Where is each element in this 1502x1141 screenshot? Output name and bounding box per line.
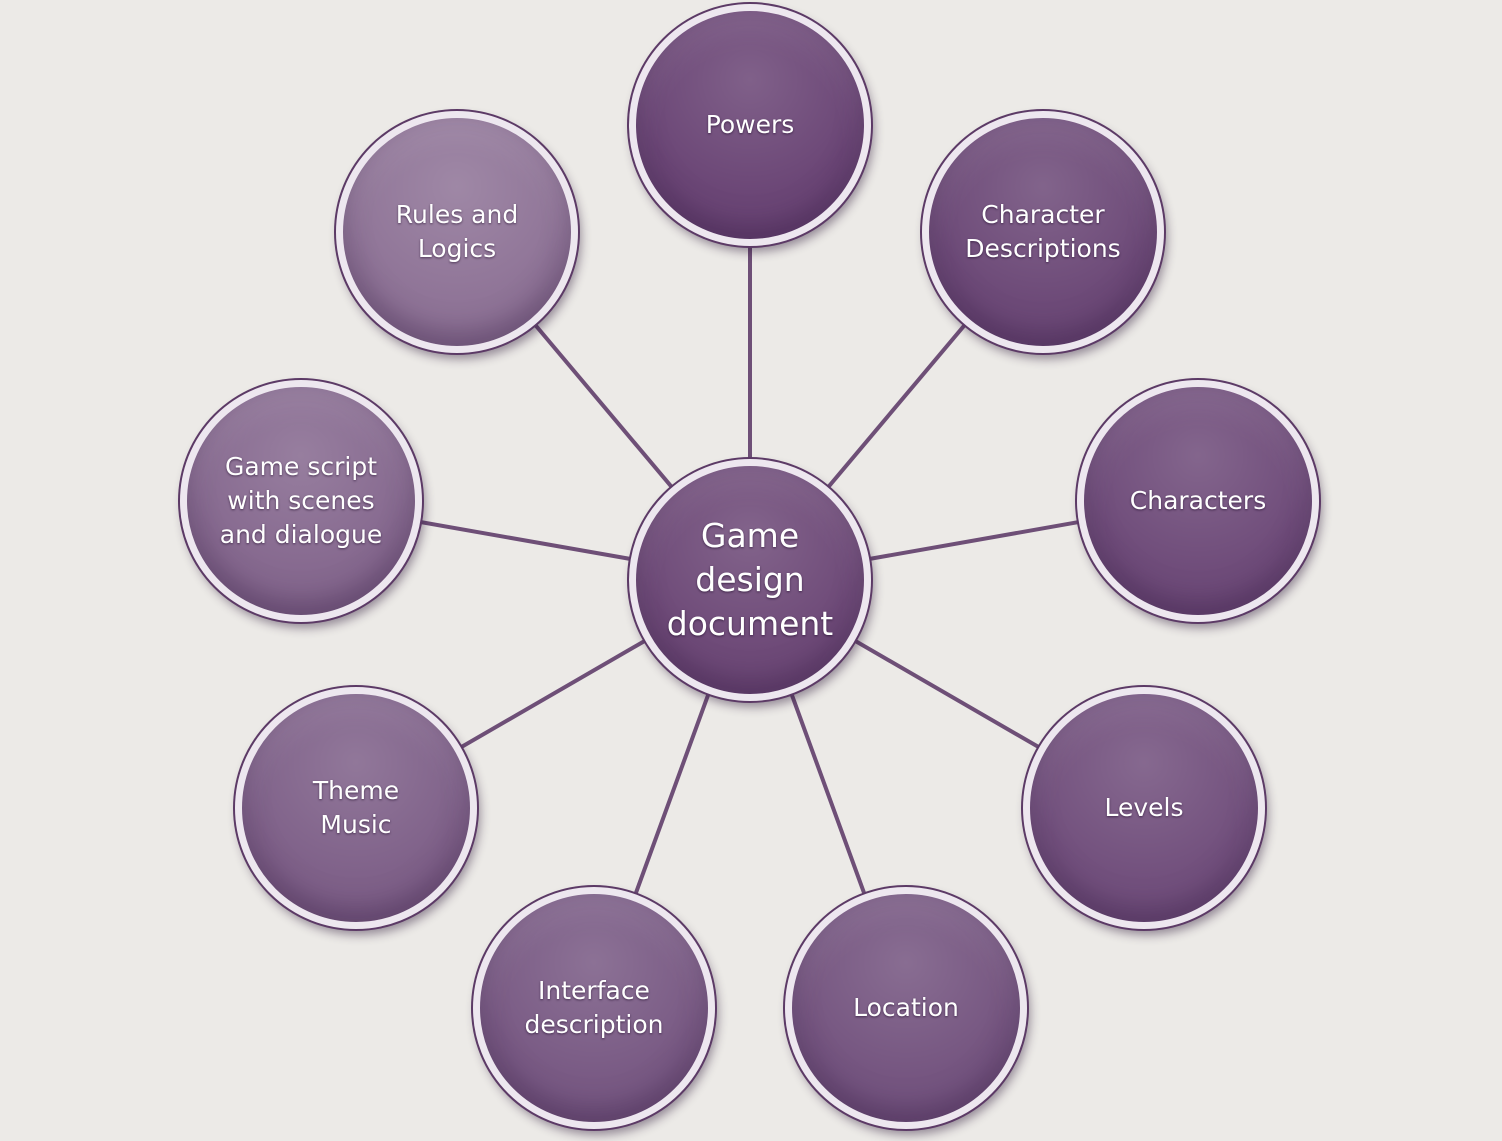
node-characters[interactable]: Characters — [1077, 380, 1319, 622]
node-label-interface-description: Interface description — [524, 976, 664, 1039]
node-theme-music[interactable]: Theme Music — [235, 687, 477, 929]
node-label-game-design-document: Game design document — [666, 516, 834, 643]
node-label-location: Location — [853, 993, 959, 1022]
node-game-design-document[interactable]: Game design document — [629, 459, 871, 701]
node-label-theme-music: Theme Music — [312, 776, 400, 839]
node-label-character-descriptions: Character Descriptions — [965, 200, 1121, 263]
node-label-game-script: Game script with scenes and dialogue — [219, 452, 383, 549]
node-label-powers: Powers — [705, 110, 795, 139]
node-levels[interactable]: Levels — [1023, 687, 1265, 929]
node-label-rules-and-logics: Rules and Logics — [395, 200, 519, 263]
node-game-script[interactable]: Game script with scenes and dialogue — [180, 380, 422, 622]
node-powers[interactable]: Powers — [629, 4, 871, 246]
node-character-descriptions[interactable]: Character Descriptions — [922, 111, 1164, 353]
node-label-characters: Characters — [1129, 486, 1267, 515]
node-label-levels: Levels — [1104, 793, 1184, 822]
node-rules-and-logics[interactable]: Rules and Logics — [336, 111, 578, 353]
node-interface-description[interactable]: Interface description — [473, 887, 715, 1129]
node-location[interactable]: Location — [785, 887, 1027, 1129]
